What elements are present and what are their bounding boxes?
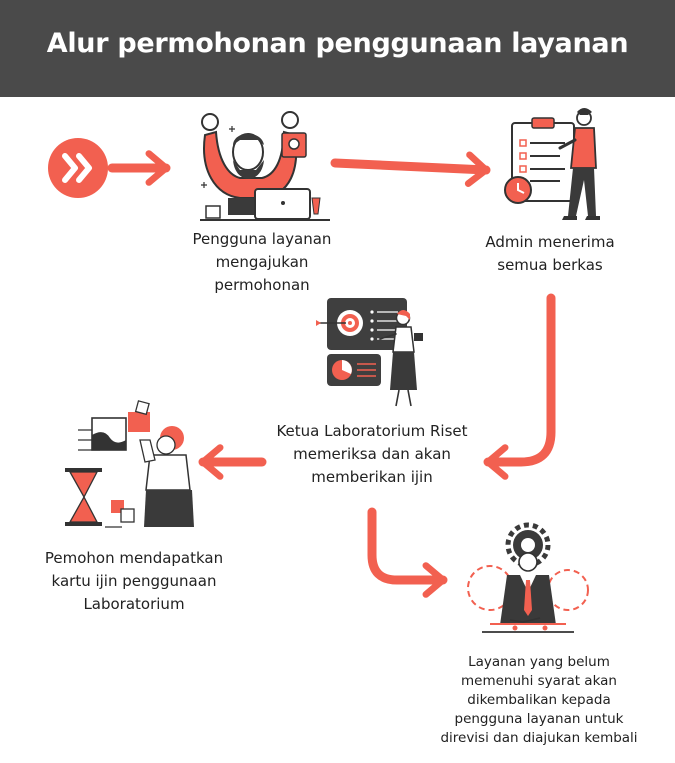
title-banner: Alur permohonan penggunaan layanan — [0, 0, 675, 97]
step1-caption-line: Pengguna layanan — [192, 230, 332, 248]
businessman-gears-illustration — [467, 522, 589, 633]
step3-caption-line: Ketua Laboratorium Riset — [276, 422, 468, 440]
presenter-target-board-illustration — [316, 298, 423, 407]
page-title: Alur permohonan penggunaan layanan — [46, 28, 629, 59]
person-laptop-celebrating-illustration — [200, 111, 330, 221]
step5-caption-line: dikembalikan kepada — [467, 692, 611, 708]
step2-caption-line: Admin menerima — [485, 233, 615, 251]
step5-caption-line: direvisi dan diajukan kembali — [440, 730, 638, 746]
arrow-step3-to-step5 — [367, 507, 448, 598]
step5-caption: Layanan yang belum memenuhi syarat akan … — [432, 653, 646, 748]
step5-caption-line: memenuhi syarat akan — [460, 673, 617, 689]
step4-caption-line: kartu ijin penggunaan — [51, 572, 217, 590]
step2-caption: Admin menerima semua berkas — [480, 231, 620, 277]
step3-caption: Ketua Laboratorium Riset memeriksa dan a… — [262, 420, 482, 489]
arrow-step1-to-step2 — [330, 151, 491, 187]
step4-caption-line: Pemohon mendapatkan — [44, 549, 224, 567]
step4-caption-line: Laboratorium — [83, 595, 185, 613]
step5-caption-line: pengguna layanan untuk — [454, 711, 624, 727]
hourglass-puzzle-illustration — [65, 400, 194, 528]
step3-caption-line: memeriksa dan akan — [293, 445, 451, 463]
step1-caption-line: mengajukan permohonan — [214, 253, 310, 294]
step1-caption: Pengguna layanan mengajukan permohonan — [178, 228, 346, 297]
start-chevron-icon — [48, 138, 108, 198]
arrow-step2-to-step3 — [483, 293, 556, 480]
admin-checklist-clipboard-illustration — [504, 108, 600, 220]
step5-caption-line: Layanan yang belum — [468, 654, 610, 670]
step4-caption: Pemohon mendapatkan kartu ijin penggunaa… — [38, 547, 230, 616]
step2-caption-line: semua berkas — [497, 256, 603, 274]
step3-caption-line: memberikan ijin — [311, 468, 433, 486]
